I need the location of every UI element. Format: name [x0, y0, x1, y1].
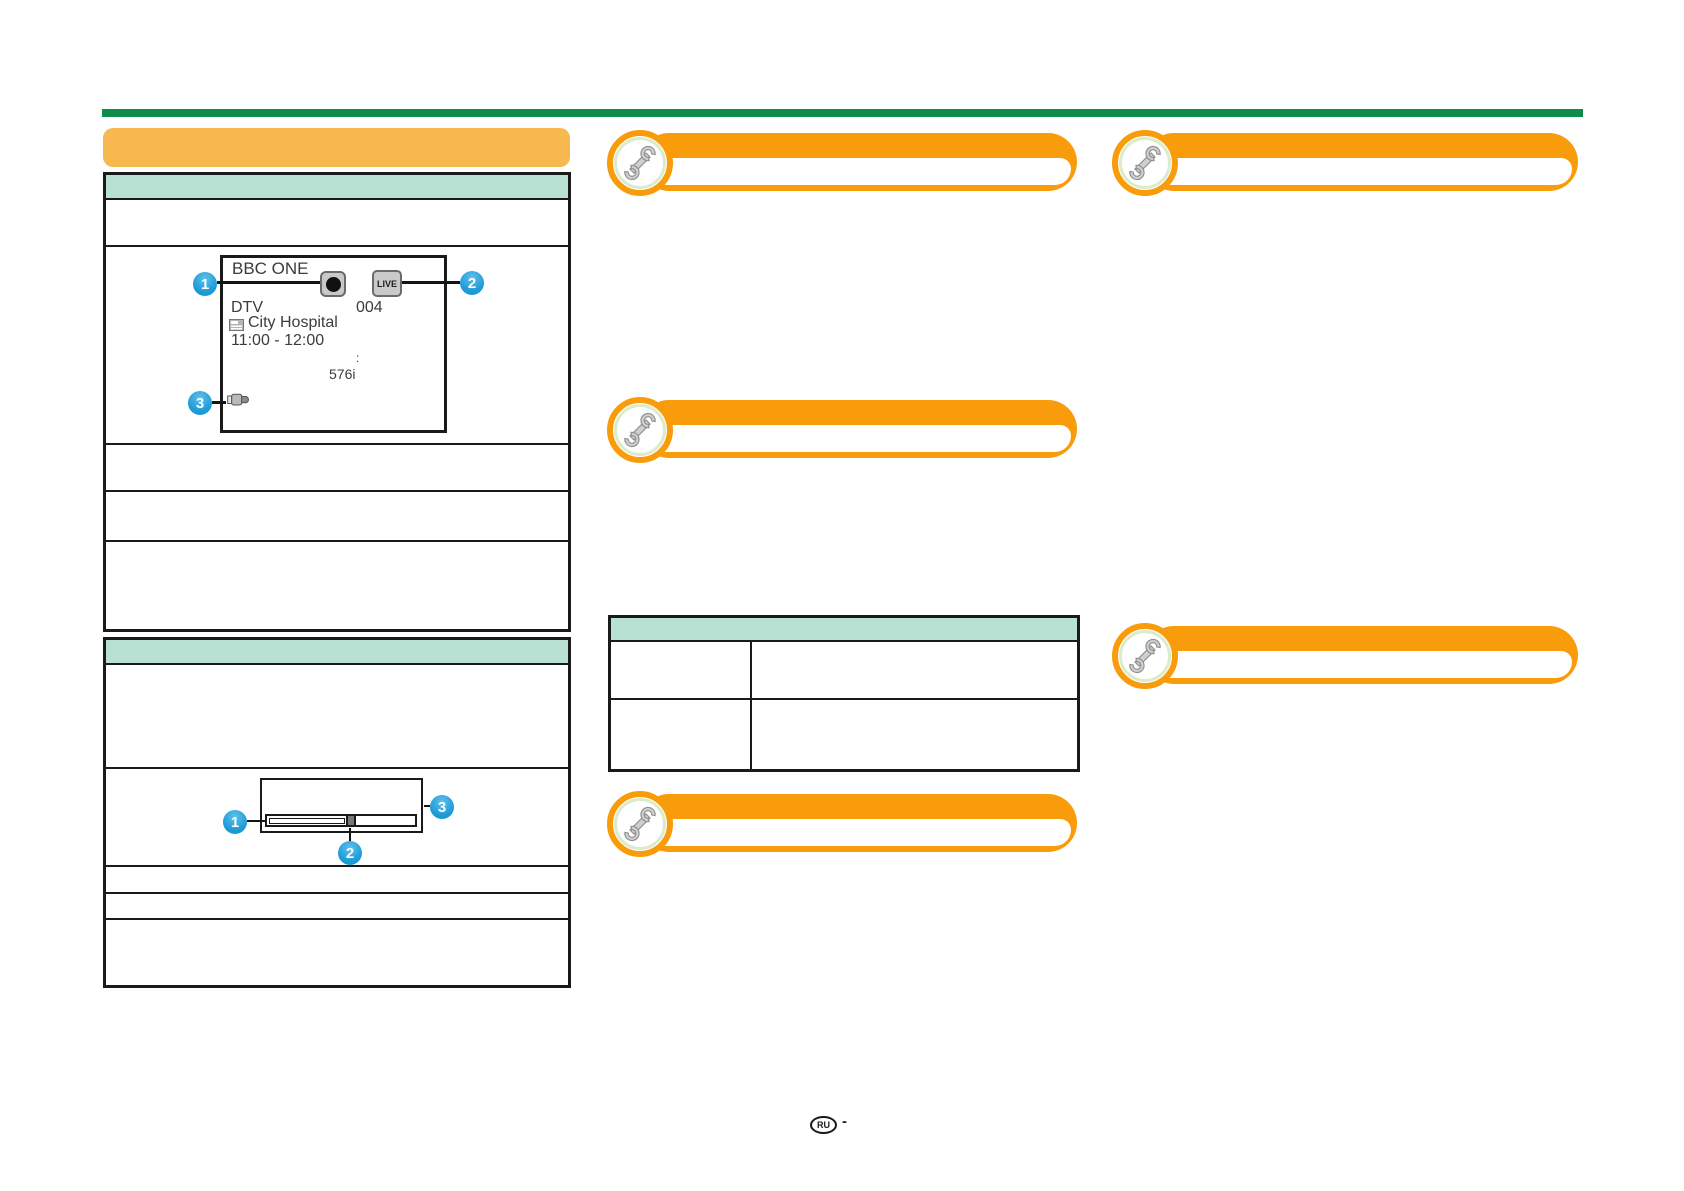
- note-banner-2-circle: [607, 397, 673, 463]
- callout-3-line: [212, 401, 226, 404]
- info-table-header: [611, 618, 1077, 640]
- panel-divider: [106, 198, 568, 200]
- wrench-icon: [1129, 638, 1161, 674]
- note-banner-1: [640, 133, 1077, 191]
- progress-bar-cursor: [346, 814, 356, 827]
- panel-divider: [106, 490, 568, 492]
- panel-divider: [106, 245, 568, 247]
- osd-colon: :: [356, 351, 360, 365]
- note-banner-4-circle: [1112, 130, 1178, 196]
- note-banner-5-circle: [1112, 623, 1178, 689]
- wrench-icon: [1129, 145, 1161, 181]
- panel-divider: [106, 767, 568, 769]
- info-table-header-divider: [611, 640, 1077, 642]
- footer-page-separator: -: [842, 1113, 847, 1130]
- diagram-callout-3-badge: 3: [430, 795, 454, 819]
- program-guide-icon: [229, 318, 244, 336]
- panel-divider: [106, 892, 568, 894]
- callout-2-line: [402, 281, 460, 284]
- record-icon: [320, 271, 346, 297]
- note-banner-5: [1145, 626, 1578, 684]
- live-badge: LIVE: [372, 270, 402, 297]
- record-dot: [325, 276, 341, 292]
- note-banner-3: [640, 794, 1077, 852]
- wrench-icon: [624, 145, 656, 181]
- section-panel-recording-header: [106, 175, 568, 198]
- osd-time-range: 11:00 - 12:00: [231, 332, 325, 349]
- callout-2-badge: 2: [460, 271, 484, 295]
- progress-bar-elapsed: [269, 818, 345, 824]
- osd-channel-number: 004: [356, 299, 383, 316]
- diagram-callout-1-badge: 1: [223, 810, 247, 834]
- osd-resolution: 576i: [329, 366, 356, 382]
- callout-1-line: [217, 281, 320, 284]
- panel-divider: [106, 865, 568, 867]
- info-table-row-divider: [611, 698, 1077, 700]
- diagram-callout-2-badge: 2: [338, 841, 362, 865]
- osd-program-title: City Hospital: [248, 314, 338, 331]
- usb-device-icon: [227, 393, 249, 411]
- page-title-bar: [103, 128, 570, 167]
- osd-broadcast-type: DTV: [231, 299, 263, 316]
- panel-divider: [106, 918, 568, 920]
- panel-divider: [106, 540, 568, 542]
- info-table-column-divider: [750, 642, 752, 770]
- panel-divider: [106, 443, 568, 445]
- note-banner-1-circle: [607, 130, 673, 196]
- osd-channel-name: BBC ONE: [232, 259, 309, 278]
- panel-divider: [106, 663, 568, 665]
- page-top-rule: [102, 109, 1583, 117]
- wrench-icon: [624, 412, 656, 448]
- note-banner-3-circle: [607, 791, 673, 857]
- note-banner-2: [640, 400, 1077, 458]
- diagram-callout-3-line: [424, 805, 430, 807]
- diagram-callout-1-line: [247, 820, 265, 822]
- footer-language-badge: RU: [810, 1116, 837, 1134]
- wrench-icon: [624, 806, 656, 842]
- note-banner-4: [1145, 133, 1578, 191]
- diagram-callout-2-line: [349, 828, 351, 841]
- callout-1-badge: 1: [193, 272, 217, 296]
- section-panel-playback-header: [106, 640, 568, 663]
- callout-3-badge: 3: [188, 391, 212, 415]
